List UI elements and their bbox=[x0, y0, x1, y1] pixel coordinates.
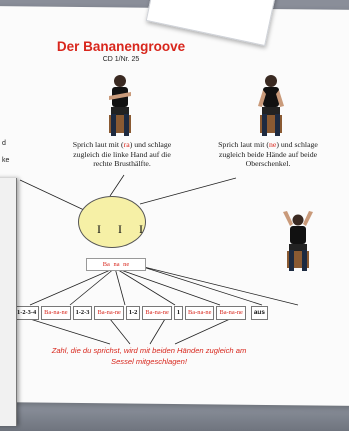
rhythm-cell: Ba-na-ne bbox=[41, 306, 71, 320]
rhythm-cell: Ba-na-ne bbox=[94, 306, 124, 320]
rhythm-cell: 1-2 bbox=[125, 306, 141, 320]
cut-text-1: d bbox=[2, 140, 6, 147]
cd-reference: CD 1/Nr. 25 bbox=[102, 56, 140, 63]
overlapping-paper-left bbox=[0, 178, 17, 426]
rhythm-cell: Ba-na-ne bbox=[216, 306, 246, 320]
rhythm-row: 1-2-3-4 Ba-na-ne 1-2-3 Ba-na-ne 1-2 Ba-n… bbox=[14, 306, 268, 320]
rhythm-cell: Ba-na-ne bbox=[142, 306, 172, 320]
person-raised-hands-figure bbox=[283, 211, 313, 271]
cut-text-2: ke bbox=[2, 157, 10, 164]
chest-ellipse bbox=[78, 196, 146, 248]
caption-ne: Sprich laut mit (ne) und schlage zugleic… bbox=[218, 140, 318, 168]
beat-bars: I I I bbox=[97, 222, 150, 236]
person-arms-crossed-figure bbox=[109, 75, 131, 136]
rhythm-cell-aus: aus bbox=[250, 306, 268, 320]
rhythm-cell: 1 bbox=[173, 306, 184, 320]
rhythm-cell: 1-2-3-4 bbox=[14, 306, 40, 320]
rhythm-cell: Ba-na-ne bbox=[185, 306, 215, 320]
rhythm-cell: 1-2-3 bbox=[72, 306, 93, 320]
instruction-text: Zahl, die du sprichst, wird mit beiden H… bbox=[51, 346, 247, 366]
caption-ra: Sprich laut mit (ra) und schlage zugleic… bbox=[72, 140, 172, 168]
page-title: Der Bananengroove bbox=[56, 39, 186, 54]
banane-box: Ba na ne bbox=[86, 258, 146, 271]
person-hands-on-thighs-figure bbox=[258, 75, 284, 136]
